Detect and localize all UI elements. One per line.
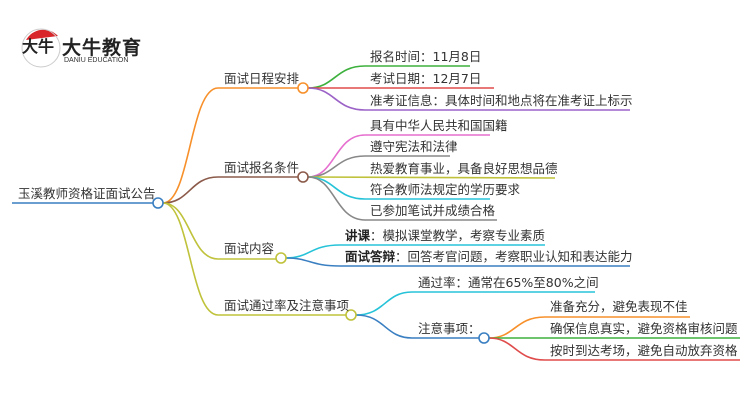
leaf-node[interactable]: 已参加笔试并成绩合格 — [370, 203, 496, 218]
connector-leaf — [285, 244, 545, 259]
connector-branch-2 — [162, 176, 298, 204]
leaf-node[interactable]: 确保信息真实，避免资格审核问题 — [550, 321, 738, 336]
connector-leaf — [488, 337, 740, 361]
leaf-node[interactable]: 准备充分，避免表现不佳 — [550, 299, 688, 314]
branch-3-circle — [275, 252, 287, 264]
branch-requirements[interactable]: 面试报名条件 — [224, 160, 300, 175]
leaf-node[interactable]: 准考证信息：具体时间和地点将在准考证上标示 — [370, 93, 633, 108]
connector-branch-3 — [162, 202, 276, 260]
connector-leaf — [355, 314, 479, 339]
connector-leaf — [355, 291, 595, 316]
leaf-node[interactable]: 报名时间：11月8日 — [370, 49, 482, 64]
leaf-node[interactable]: 遵守宪法和法律 — [370, 139, 458, 154]
connector-branch-4 — [162, 202, 346, 316]
brand-name: 大牛教育 — [62, 37, 143, 59]
leaf-node[interactable]: 通过率：通常在65%至80%之间 — [418, 275, 599, 290]
branch-schedule[interactable]: 面试日程安排 — [224, 71, 300, 86]
leaf-node[interactable]: 符合教师法规定的学历要求 — [370, 182, 521, 197]
leaf-text: ：模拟课堂教学，考察专业素质 — [370, 228, 546, 243]
branch-2-circle — [297, 171, 309, 183]
leaf-node[interactable]: 具有中华人民共和国国籍 — [370, 118, 508, 133]
logo-icon — [21, 28, 61, 68]
leaf-text: ：回答考官问题，考察职业认知和表达能力 — [395, 249, 633, 264]
root-node-circle — [152, 197, 164, 209]
branch-content[interactable]: 面试内容 — [224, 241, 275, 256]
leaf-node[interactable]: 面试答辩：回答考官问题，考察职业认知和表达能力 — [345, 249, 633, 265]
connector-leaf — [307, 134, 490, 178]
connector-leaf — [307, 176, 497, 221]
sub-branch-notes[interactable]: 注意事项： — [418, 321, 481, 336]
leaf-bold: 面试答辩 — [345, 249, 396, 264]
branch-pass-rate[interactable]: 面试通过率及注意事项 — [224, 298, 350, 313]
leaf-node[interactable]: 考试日期：12月7日 — [370, 71, 482, 86]
leaf-node[interactable]: 按时到达考场，避免自动放弃资格 — [550, 343, 738, 358]
branch-1-circle — [297, 82, 309, 94]
root-node[interactable]: 玉溪教师资格证面试公告 — [18, 186, 156, 201]
connector-leaf — [307, 176, 556, 179]
leaf-bold: 讲课 — [345, 228, 371, 243]
connector-branch-1 — [162, 87, 298, 204]
brand-english: DANIU EDUCATION — [64, 57, 129, 64]
sub-branch-circle — [478, 332, 490, 344]
connector-leaf — [285, 257, 630, 267]
leaf-node[interactable]: 讲课：模拟课堂教学，考察专业素质 — [345, 228, 545, 244]
connector-leaf — [307, 87, 630, 111]
branch-4-circle — [345, 309, 357, 321]
leaf-node[interactable]: 热爱教育事业，具备良好思想品德 — [370, 161, 558, 176]
logo-mark: 大牛 — [22, 37, 55, 56]
